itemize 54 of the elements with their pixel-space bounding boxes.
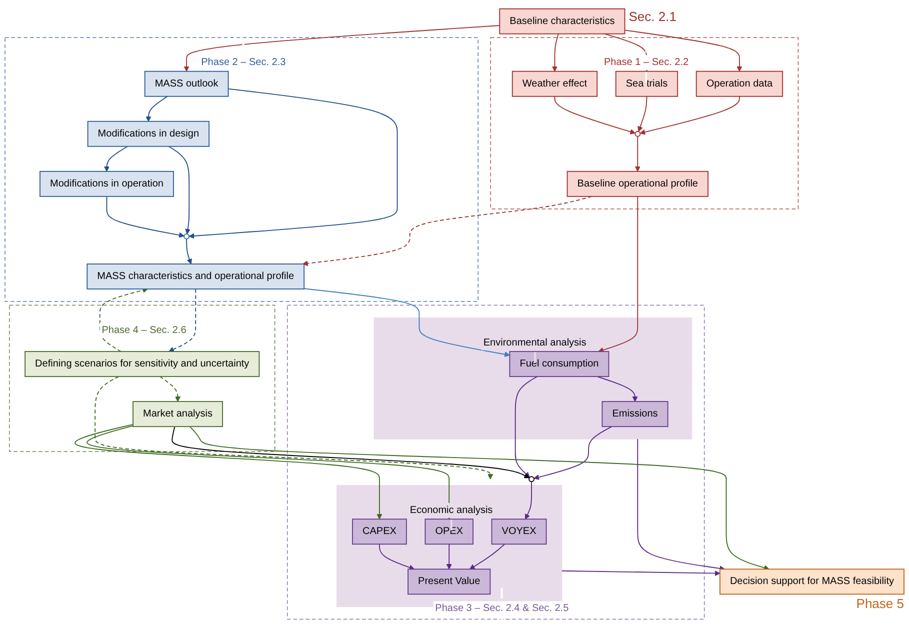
node-box: Market analysis [132,401,223,428]
arrow [525,481,532,520]
node-box: Baseline operational profile [566,170,708,197]
section-label: Phase 5 [856,596,904,612]
node-box: Weather effect [512,70,598,97]
arrow [302,196,592,266]
node-circle [634,130,641,137]
arrow [598,196,638,353]
arrow [172,426,530,478]
node-box: Emissions [602,401,668,428]
node-box: Operation data [696,70,784,97]
node-circle [184,233,190,240]
arrow [104,146,128,172]
arrow [168,288,196,352]
node-box: MASS characteristics and operational profile [86,264,305,290]
node-box: CAPEX [352,518,407,545]
arrow [596,376,638,402]
arrow [638,96,648,132]
arrow [146,96,168,122]
arrow [186,238,192,264]
node-box: MASS outlook [144,70,229,97]
arrow [74,424,382,520]
node-box: Modifications in operation [40,170,174,197]
arrow [188,88,398,239]
arrow [634,136,640,172]
node-box: Decision support for MASS feasibility [719,568,904,595]
node-box: VOYEX [491,518,547,545]
arrow [469,544,506,570]
section-label: Sec. 2.1 [628,8,676,24]
node-box: Baseline characteristics [499,8,626,34]
arrow [554,96,636,134]
arrow [378,544,415,570]
arrow [168,146,191,234]
arrow [534,426,612,480]
arrow [86,425,452,520]
node-box: Modifications in design [87,120,210,147]
node-box: Defining scenarios for sensitivity and uncertainty [24,351,260,377]
node-circle [528,476,534,482]
arrow [640,96,740,135]
arrow [159,376,181,402]
arrow [624,30,742,72]
arrow [552,33,559,72]
arrow [99,288,148,352]
arrow [561,570,720,576]
arrow [514,376,538,478]
arrow [446,544,452,570]
arrow [304,288,510,358]
arrow [189,426,770,570]
arrow [106,196,184,238]
node-box: Sea trials [615,70,678,97]
node-box: Present Value [408,568,491,595]
arrow [637,438,726,572]
node-box: Fuel consumption [509,351,610,377]
arrow [94,376,494,480]
